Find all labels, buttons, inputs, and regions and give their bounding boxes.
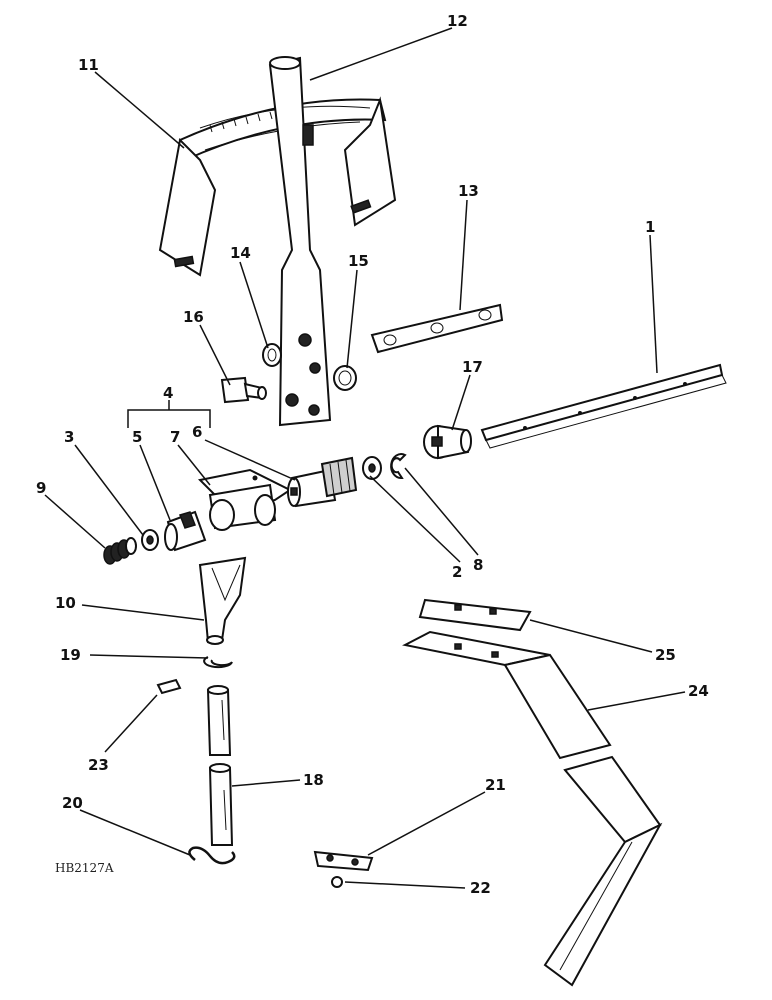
part-22-bolt [331, 876, 343, 888]
callout-19: 19 [60, 646, 81, 664]
part-16-stud [220, 376, 267, 404]
callout-24: 24 [688, 682, 709, 700]
part-18-tube [206, 685, 234, 846]
callout-17: 17 [462, 358, 483, 376]
callout-1: 1 [645, 218, 655, 236]
callout-14: 14 [230, 244, 251, 262]
callout-12: 12 [447, 12, 468, 30]
part-10-funnel [198, 556, 247, 645]
callout-21: 21 [485, 776, 506, 794]
part-21-bracket [313, 850, 374, 872]
callout-3: 3 [64, 428, 74, 446]
part-1-square-shaft [480, 363, 727, 449]
part-12-lever [268, 56, 332, 427]
drawing-code: HB2127A [55, 861, 114, 875]
part-3-washer [141, 529, 159, 551]
callout-25: 25 [655, 646, 676, 664]
callout-13: 13 [458, 182, 479, 200]
callout-2: 2 [452, 563, 462, 581]
leader-lines [44, 27, 686, 889]
callout-6: 6 [192, 423, 202, 441]
callout-16: 16 [183, 308, 204, 326]
callout-11: 11 [78, 56, 99, 74]
callout-labels: 1 2 3 4 5 6 7 8 9 10 11 12 13 14 15 16 1… [36, 12, 709, 897]
callout-4: 4 [163, 384, 173, 402]
callout-20: 20 [62, 794, 83, 812]
part-15-bushing [333, 365, 357, 391]
callout-18: 18 [303, 771, 324, 789]
part-13-plate [370, 303, 504, 354]
callout-10: 10 [55, 594, 76, 612]
part-23-key [156, 678, 182, 695]
callout-7: 7 [170, 428, 180, 446]
part-20-s-hook [188, 846, 236, 865]
part-7-housing [197, 468, 292, 531]
callout-9: 9 [36, 479, 46, 497]
callout-5: 5 [132, 428, 142, 446]
part-19-clip [203, 656, 233, 669]
callout-22: 22 [470, 879, 491, 897]
callout-23: 23 [88, 756, 109, 774]
part-9-spring [103, 537, 137, 565]
part-17-hub [423, 424, 472, 460]
part-24-shank [402, 630, 663, 987]
part-8-snap-ring [390, 453, 407, 480]
part-25-plate [418, 598, 532, 632]
callout-8: 8 [473, 556, 483, 574]
part-6-splined-shaft [287, 456, 358, 508]
part-14-bushing [262, 343, 282, 367]
callout-15: 15 [348, 252, 369, 270]
part-5-sleeve [164, 510, 207, 552]
part-11-quadrant [158, 96, 397, 277]
part-2-washer [362, 456, 382, 480]
